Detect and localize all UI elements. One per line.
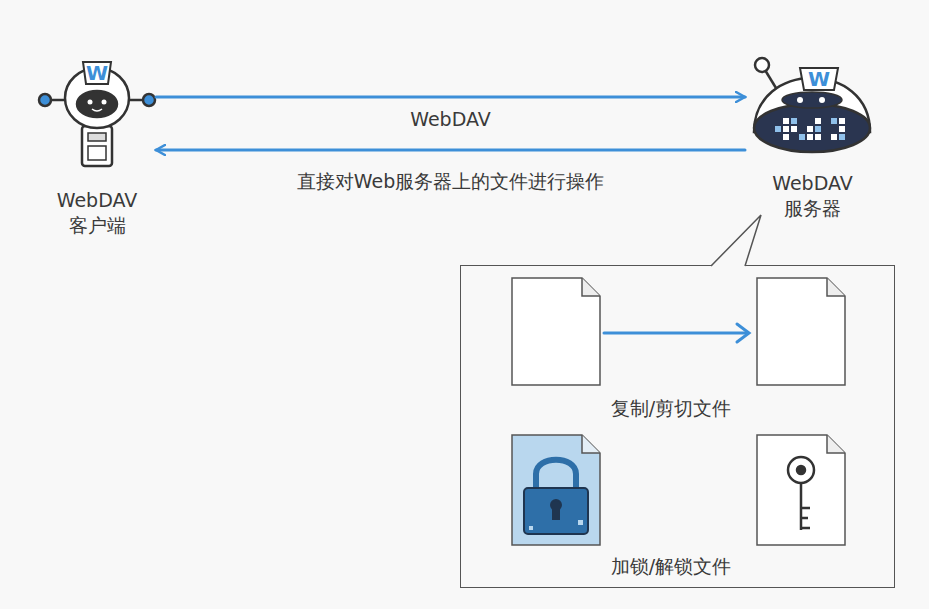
file-caption: 加锁/解锁文件 <box>611 554 731 580</box>
edge-label: 直接对Web服务器上的文件进行操作 <box>293 169 608 195</box>
callout-tail <box>701 218 771 268</box>
edge-label: WebDAV <box>406 108 495 130</box>
protocol-arrow <box>156 96 745 99</box>
callout-tail-line <box>711 215 761 266</box>
protocol-arrow <box>156 149 745 152</box>
client-robot <box>39 62 155 166</box>
server-robot <box>754 58 870 152</box>
callout-panel: 复制/剪切文件加锁/解锁文件 <box>460 265 895 588</box>
copy-arrow <box>604 324 749 342</box>
file-caption: 复制/剪切文件 <box>611 396 731 422</box>
callout-tail-fill <box>711 215 761 267</box>
logo-letter: W <box>808 69 830 89</box>
lock-symbol <box>524 460 588 534</box>
node-label: WebDAV 客户端 <box>38 188 156 239</box>
node-label: WebDAV 服务器 <box>745 171 880 222</box>
file-icons <box>512 278 845 545</box>
key-symbol <box>788 457 814 530</box>
logo-letter: W <box>86 63 108 83</box>
